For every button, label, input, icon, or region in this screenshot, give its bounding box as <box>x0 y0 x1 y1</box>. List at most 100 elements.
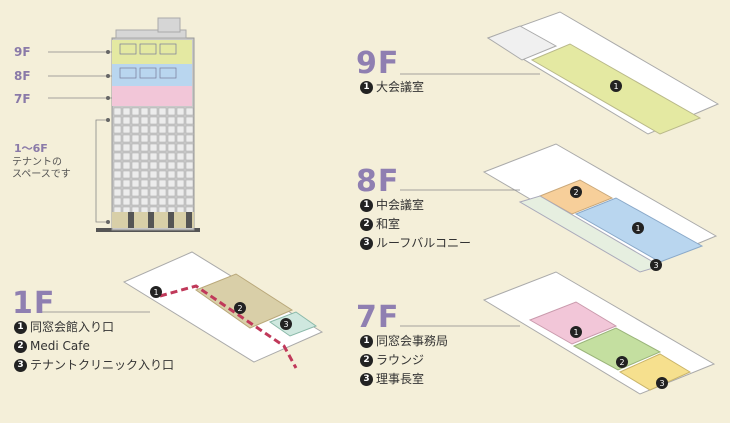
window-cell <box>185 143 194 152</box>
window-cell <box>158 125 167 134</box>
window-cell <box>158 152 167 161</box>
ground-floor <box>112 212 194 228</box>
window-cell <box>176 197 185 206</box>
window-cell <box>185 107 194 116</box>
window-cell <box>149 107 158 116</box>
svg-text:3: 3 <box>283 320 288 329</box>
window-cell <box>176 116 185 125</box>
window-cell <box>140 161 149 170</box>
window-cell <box>176 107 185 116</box>
plan-1f: 1 2 3 <box>40 251 324 369</box>
window-cell <box>140 116 149 125</box>
window-cell <box>113 134 122 143</box>
window-cell <box>149 188 158 197</box>
window-cell <box>176 170 185 179</box>
window-cell <box>159 67 177 79</box>
window-cell <box>158 197 167 206</box>
window-cell <box>140 152 149 161</box>
window-cell <box>149 152 158 161</box>
window-cell <box>185 197 194 206</box>
window-cell <box>167 116 176 125</box>
window-cell <box>122 152 131 161</box>
window-cell <box>113 170 122 179</box>
window-cell <box>113 188 122 197</box>
window-cell <box>122 134 131 143</box>
window-cell <box>140 125 149 134</box>
window-cell <box>167 125 176 134</box>
window-cell <box>158 170 167 179</box>
window-cell <box>185 116 194 125</box>
floor-title-1f: 1F <box>12 286 56 321</box>
window-cell <box>167 161 176 170</box>
building-floor-7f <box>112 86 192 106</box>
window-cell <box>122 188 131 197</box>
svg-text:3: 3 <box>659 379 664 388</box>
window-cell <box>176 188 185 197</box>
window-cell <box>149 143 158 152</box>
window-cell <box>176 152 185 161</box>
window-cell <box>131 161 140 170</box>
window-cell <box>131 134 140 143</box>
window-cell <box>185 134 194 143</box>
window-cell <box>131 143 140 152</box>
window-cell <box>158 134 167 143</box>
window-cell <box>131 179 140 188</box>
building-label-8f: 8F <box>14 69 31 83</box>
window-cell <box>122 143 131 152</box>
window-cell <box>149 116 158 125</box>
svg-text:2: 2 <box>573 188 578 197</box>
plan-7f: 1 2 3 <box>400 271 716 395</box>
window-cell <box>167 170 176 179</box>
window-cell <box>122 161 131 170</box>
window-cell <box>167 179 176 188</box>
window-cell <box>131 152 140 161</box>
window-cell <box>113 152 122 161</box>
plan-8f: 2 1 3 <box>400 143 718 273</box>
window-cell <box>140 107 149 116</box>
floor-title-8f: 8F <box>356 164 400 199</box>
window-cell <box>176 161 185 170</box>
window-cell <box>131 197 140 206</box>
window-cell <box>185 179 194 188</box>
building-label-7f: 7F <box>14 92 31 106</box>
window-cell <box>176 179 185 188</box>
window-cell <box>167 107 176 116</box>
window-cell <box>149 197 158 206</box>
window-cell <box>185 125 194 134</box>
window-cell <box>176 143 185 152</box>
building-floor-9f <box>112 40 192 64</box>
svg-text:1: 1 <box>153 288 158 297</box>
window-cell <box>167 197 176 206</box>
window-cell <box>176 134 185 143</box>
window-cell <box>131 107 140 116</box>
window-cell <box>113 116 122 125</box>
window-cell <box>113 125 122 134</box>
plan-9f: 1 <box>400 11 720 135</box>
window-cell <box>185 188 194 197</box>
window-cell <box>158 116 167 125</box>
window-cell <box>167 188 176 197</box>
window-cell <box>140 197 149 206</box>
building-label-9f: 9F <box>14 45 31 59</box>
window-cell <box>131 188 140 197</box>
window-cell <box>122 197 131 206</box>
tenant-note: テナントの スペースです <box>12 157 71 180</box>
window-cell <box>149 134 158 143</box>
roof-tower <box>157 17 181 33</box>
window-cell <box>185 170 194 179</box>
tenant-range-label: 1〜6F <box>14 142 48 155</box>
svg-text:2: 2 <box>619 358 624 367</box>
window-cell <box>122 116 131 125</box>
window-cell <box>140 188 149 197</box>
window-cell <box>113 179 122 188</box>
window-cell <box>149 125 158 134</box>
window-cell <box>158 161 167 170</box>
